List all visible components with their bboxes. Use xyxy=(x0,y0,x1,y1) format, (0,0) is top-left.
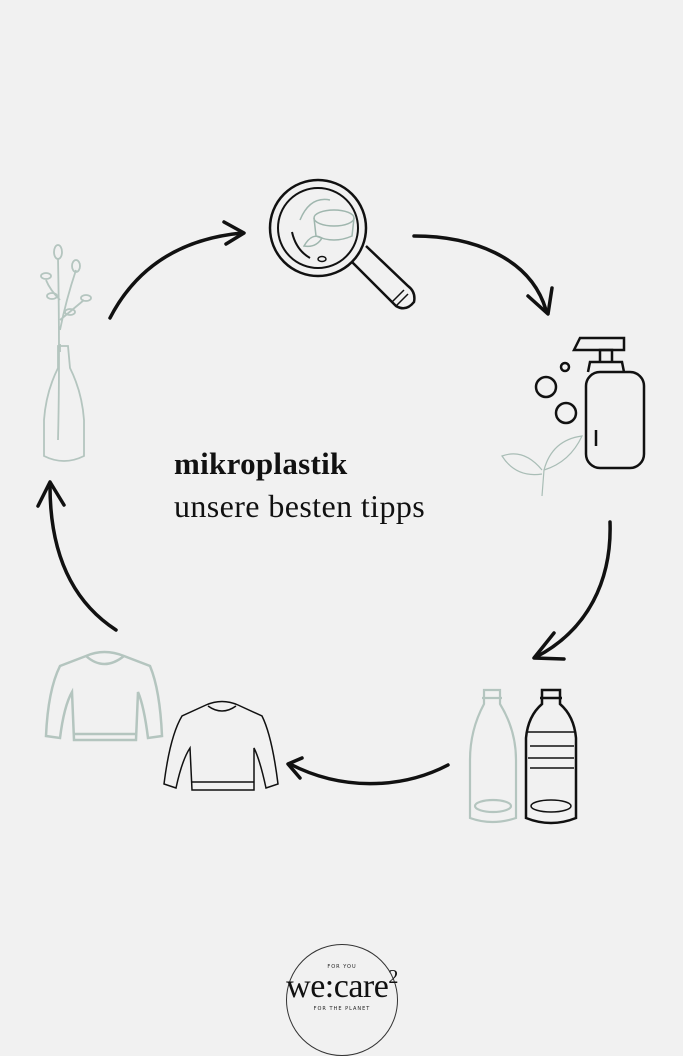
sweatshirt-icon xyxy=(163,700,279,791)
page-subtitle: unsere besten tipps xyxy=(174,488,426,524)
arrow-icon xyxy=(532,520,612,661)
sweater-icon xyxy=(44,650,164,742)
arrow-icon xyxy=(412,234,554,316)
logo-top-text: FOR YOU xyxy=(327,964,357,970)
logo-wordmark: we:care2 xyxy=(262,966,422,1006)
magnifier-icon xyxy=(268,178,416,310)
vase-icon xyxy=(40,244,92,462)
logo-bottom-text: FOR THE PLANET xyxy=(313,1006,371,1012)
page-title: mikroplastik xyxy=(174,446,348,481)
bottles-icon xyxy=(468,688,578,825)
brand-logo: FOR YOU we:care2 FOR THE PLANET xyxy=(262,944,422,1056)
logo-superscript: 2 xyxy=(388,966,398,988)
arrow-icon xyxy=(36,480,118,632)
logo-wordmark-text: we:care xyxy=(286,968,389,1005)
arrow-icon xyxy=(286,756,450,786)
soap-bottle-icon xyxy=(501,336,646,497)
cycle-illustration xyxy=(36,178,646,825)
arrow-icon xyxy=(108,220,246,320)
